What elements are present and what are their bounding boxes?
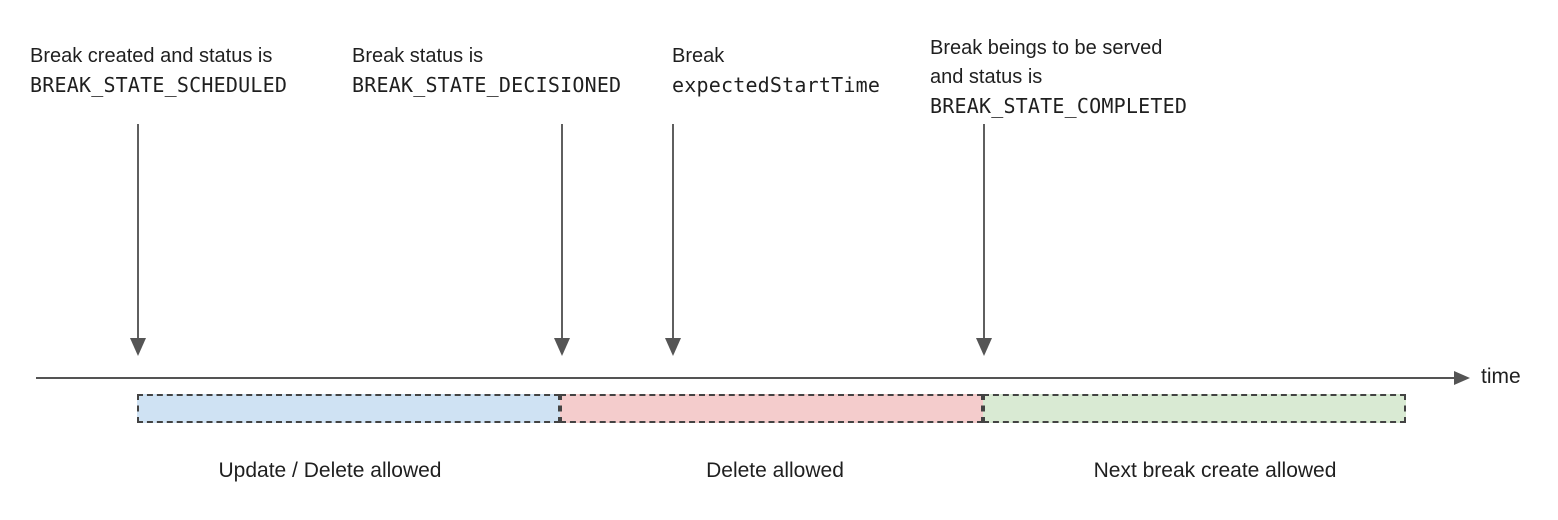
annotation-code: BREAK_STATE_COMPLETED — [930, 94, 1188, 118]
annotation-text: and status is — [930, 66, 1043, 88]
arrow-shaft — [137, 124, 139, 339]
annotation-text: Break — [672, 45, 725, 67]
annotation-code: expectedStartTime — [672, 73, 881, 97]
segment-label: Delete allowed — [706, 459, 844, 482]
arrow-shaft — [983, 124, 985, 339]
annotation-text: Break created and status is — [30, 45, 273, 67]
arrow-head-icon — [665, 338, 681, 356]
down-arrow-icon — [665, 124, 681, 356]
arrow-shaft — [561, 124, 563, 339]
segment-label: Update / Delete allowed — [218, 459, 442, 482]
down-arrow-icon — [554, 124, 570, 356]
time-axis-arrow-icon — [1454, 371, 1470, 385]
segment-next-break-create-allowed — [983, 394, 1406, 423]
time-axis — [36, 377, 1456, 379]
annotation-code: BREAK_STATE_SCHEDULED — [30, 73, 288, 97]
annotation-break-decisioned: Break status is BREAK_STATE_DECISIONED — [352, 42, 621, 100]
annotation-expected-start-time: Break expectedStartTime — [672, 42, 880, 100]
time-axis-label: time — [1481, 365, 1521, 388]
annotation-break-scheduled: Break created and status is BREAK_STATE_… — [30, 42, 287, 100]
annotation-code: BREAK_STATE_DECISIONED — [352, 73, 622, 97]
annotation-text: Break status is — [352, 45, 484, 67]
down-arrow-icon — [130, 124, 146, 356]
arrow-head-icon — [976, 338, 992, 356]
down-arrow-icon — [976, 124, 992, 356]
arrow-head-icon — [554, 338, 570, 356]
annotation-text: Break beings to be served — [930, 37, 1163, 59]
segment-delete-allowed — [560, 394, 983, 423]
annotation-break-completed: Break beings to be served and status is … — [930, 34, 1187, 121]
arrow-shaft — [672, 124, 674, 339]
arrow-head-icon — [130, 338, 146, 356]
segment-update-delete-allowed — [137, 394, 560, 423]
segment-label: Next break create allowed — [1093, 459, 1337, 482]
